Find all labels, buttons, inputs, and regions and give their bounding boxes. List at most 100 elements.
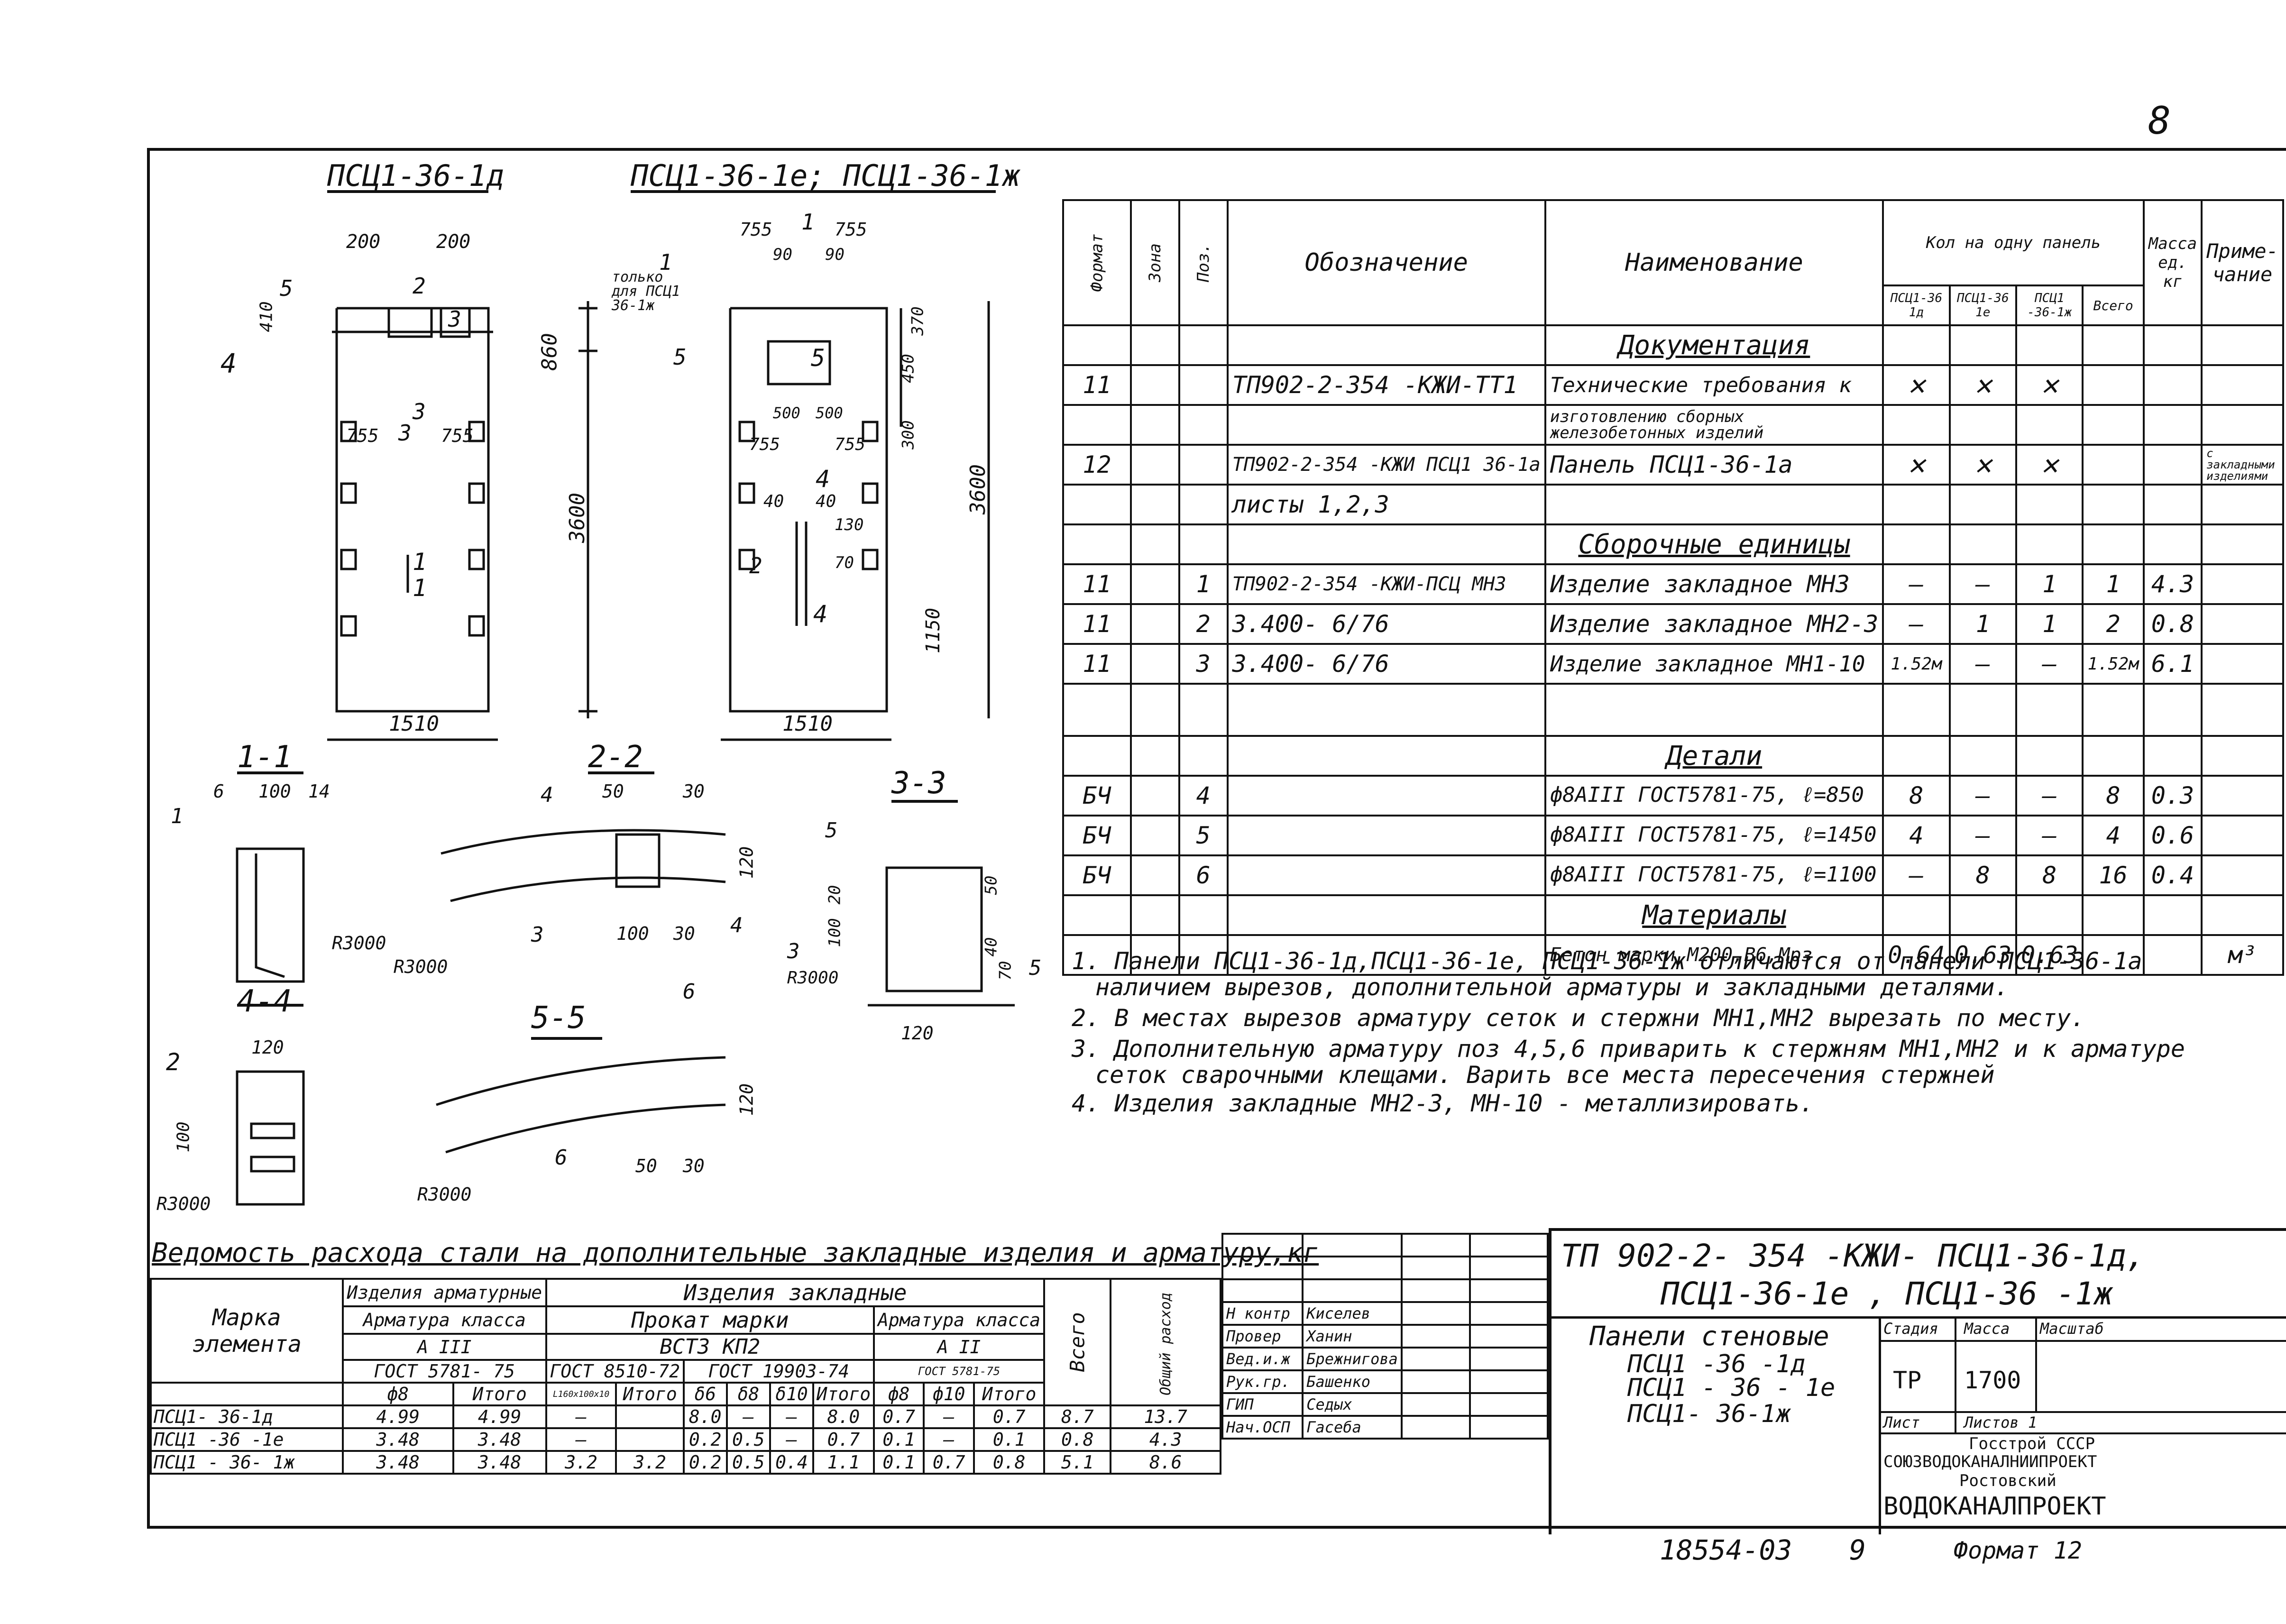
dim-b-755-mid-right: 755: [835, 435, 866, 454]
footer-sheet: 9: [1849, 1534, 1866, 1566]
hdr-name: Наименование: [1544, 199, 1884, 326]
sheets-label: Листов 1: [1964, 1413, 2038, 1431]
footer-format: Формат 12: [1954, 1537, 2082, 1564]
dim-a-3600: 3600: [565, 493, 589, 543]
org-4: ВОДОКАНАЛПРОЕКТ: [1883, 1492, 2106, 1521]
steel-hdr-gost3: ГОСТ 19903-74: [682, 1359, 875, 1384]
hdr-zone: Зона: [1129, 199, 1180, 326]
cut-3-top: 3: [413, 399, 426, 424]
dim-b-755-left: 755: [740, 219, 772, 240]
sec-1-1-d3: 14: [308, 781, 330, 802]
dim-b-40-right: 40: [816, 492, 836, 511]
note-1a: 1. Панели ПСЦ1-36-1д,ПСЦ1-36-1е, ПСЦ1-36…: [1072, 947, 2142, 975]
note-3b: сеток сварочными клещами. Варить все мес…: [1095, 1061, 1995, 1089]
section-5-5-title: 5-5: [531, 1000, 586, 1036]
spec-row: листы 1,2,3: [1062, 484, 2284, 525]
section-materials: Материалы: [1544, 894, 1884, 936]
spec-row: изготовлению сборных железобетонных изде…: [1062, 404, 2284, 446]
hdr-q1: ПСЦ1-36 1д: [1882, 284, 1951, 326]
note-4: 4. Изделия закладные МН2-3, МН-10 - мета…: [1072, 1090, 1814, 1117]
sec-5-5-d2: 50: [635, 1156, 657, 1176]
cut-1-bottom: 1: [413, 574, 427, 602]
pos-1-b-cut: 1: [801, 209, 815, 235]
cut-4-bottom: 4: [813, 600, 828, 628]
sec-2-2-p3: 3: [531, 923, 544, 947]
pos-2-a: 2: [413, 273, 426, 299]
dim-b-70: 70: [835, 553, 854, 572]
dim-a-200-left: 200: [346, 231, 381, 253]
steel-hdr-gost2: ГОСТ 8510-72: [545, 1359, 685, 1384]
sec-5-5-d3: 30: [683, 1156, 705, 1176]
steel-hdr-mark: Марка элемента: [150, 1278, 344, 1384]
steel-hdr-total: Всего: [1043, 1278, 1112, 1406]
dim-b-130: 130: [835, 515, 864, 534]
pos-1-b-top: 1: [659, 249, 672, 275]
steel-hdr-gost1: ГОСТ 5781- 75: [341, 1359, 547, 1384]
doc-code-2: ПСЦ1-36-1е , ПСЦ1-36 -1ж: [1661, 1275, 2113, 1312]
view-title-a: ПСЦ1-36-1д: [327, 158, 505, 193]
sec-3-3-p5b: 5: [1029, 956, 1042, 980]
section-2-2-title: 2-2: [588, 740, 643, 775]
sec-1-1-r: R3000: [332, 933, 386, 954]
section-docs: Документация: [1544, 324, 1884, 366]
note-1b: наличием вырезов, дополнительной арматур…: [1095, 973, 2009, 1001]
steel-hdr-arm-class: Арматура класса: [341, 1305, 547, 1335]
sec-3-3-p3: 3: [787, 939, 800, 963]
stage-header: Стадия: [1883, 1320, 1938, 1338]
note-3a: 3. Дополнительную арматуру поз 4,5,6 при…: [1072, 1035, 2185, 1063]
steel-title: Ведомость расхода стали на дополнительны…: [152, 1238, 1319, 1268]
steel-hdr-emb-arm-val: А II: [872, 1333, 1046, 1361]
steel-hdr-emb-arm: Арматура класса: [872, 1305, 1046, 1335]
dim-b-300: 300: [899, 420, 918, 450]
dim-b-1150: 1150: [922, 607, 945, 654]
scale-header: Масштаб: [2040, 1320, 2104, 1338]
hdr-format: Формат: [1062, 199, 1132, 326]
steel-hdr-arm-cls-val: А III: [341, 1333, 547, 1361]
section-1-1-title: 1-1: [237, 740, 292, 775]
dim-a-200-right: 200: [436, 231, 471, 253]
sec-2-2-d4: 100: [616, 923, 649, 944]
title-block: ТП 902-2- 354 -КЖИ- ПСЦ1-36-1д, ПСЦ1-36-…: [1549, 1228, 2286, 1534]
sec-5-5-p6b: 6: [555, 1146, 568, 1170]
steel-hdr-arm: Изделия арматурные: [341, 1278, 547, 1307]
sec-4-4-d1: 120: [251, 1037, 284, 1058]
stage-value: ТР: [1893, 1367, 1922, 1394]
dim-b-755-mid-left: 755: [749, 435, 780, 454]
sec-4-4-p2: 2: [166, 1048, 181, 1076]
hdr-mass: Масса ед. кг: [2142, 199, 2203, 326]
dim-b-450: 450: [899, 354, 918, 383]
sec-2-2-d2: 30: [683, 781, 705, 802]
hdr-q2: ПСЦ1-36 1е: [1948, 284, 2018, 326]
only-note: только для ПСЦ1 36-1ж: [612, 269, 680, 314]
sec-3-3-d5: 70: [996, 961, 1015, 981]
org-2: СОЮЗВОДОКАНАЛНИИПРОЕКТ: [1883, 1452, 2097, 1471]
hdr-qty: Кол на одну панель: [1882, 199, 2145, 286]
dim-a-410: 410: [257, 301, 276, 332]
dim-b-90-right: 90: [825, 245, 845, 264]
sec-4-4-r: R3000: [156, 1193, 211, 1214]
sec-3-3-p5: 5: [825, 818, 838, 843]
mass-header: Масса: [1964, 1320, 2010, 1338]
dim-b-90-left: 90: [773, 245, 792, 264]
steel-hdr-gost4: ГОСТ 5781-75: [872, 1359, 1046, 1384]
dim-a-860: 860: [537, 333, 562, 371]
hdr-pos: Поз.: [1178, 199, 1229, 326]
dim-b-370: 370: [908, 306, 927, 336]
org-1: Госстрой СССР: [1969, 1434, 2095, 1453]
sec-1-1-d2: 100: [258, 781, 291, 802]
doc-name-2: ПСЦ1 -36 -1д: [1627, 1350, 1806, 1378]
hdr-total: Всего: [2082, 284, 2145, 326]
pos-5-b: 5: [673, 344, 687, 370]
mass-value: 1700: [1964, 1367, 2021, 1394]
sec-3-3-d1: 20: [825, 885, 845, 905]
steel-hdr-rolled-val: ВСТ3 КП2: [545, 1333, 875, 1361]
